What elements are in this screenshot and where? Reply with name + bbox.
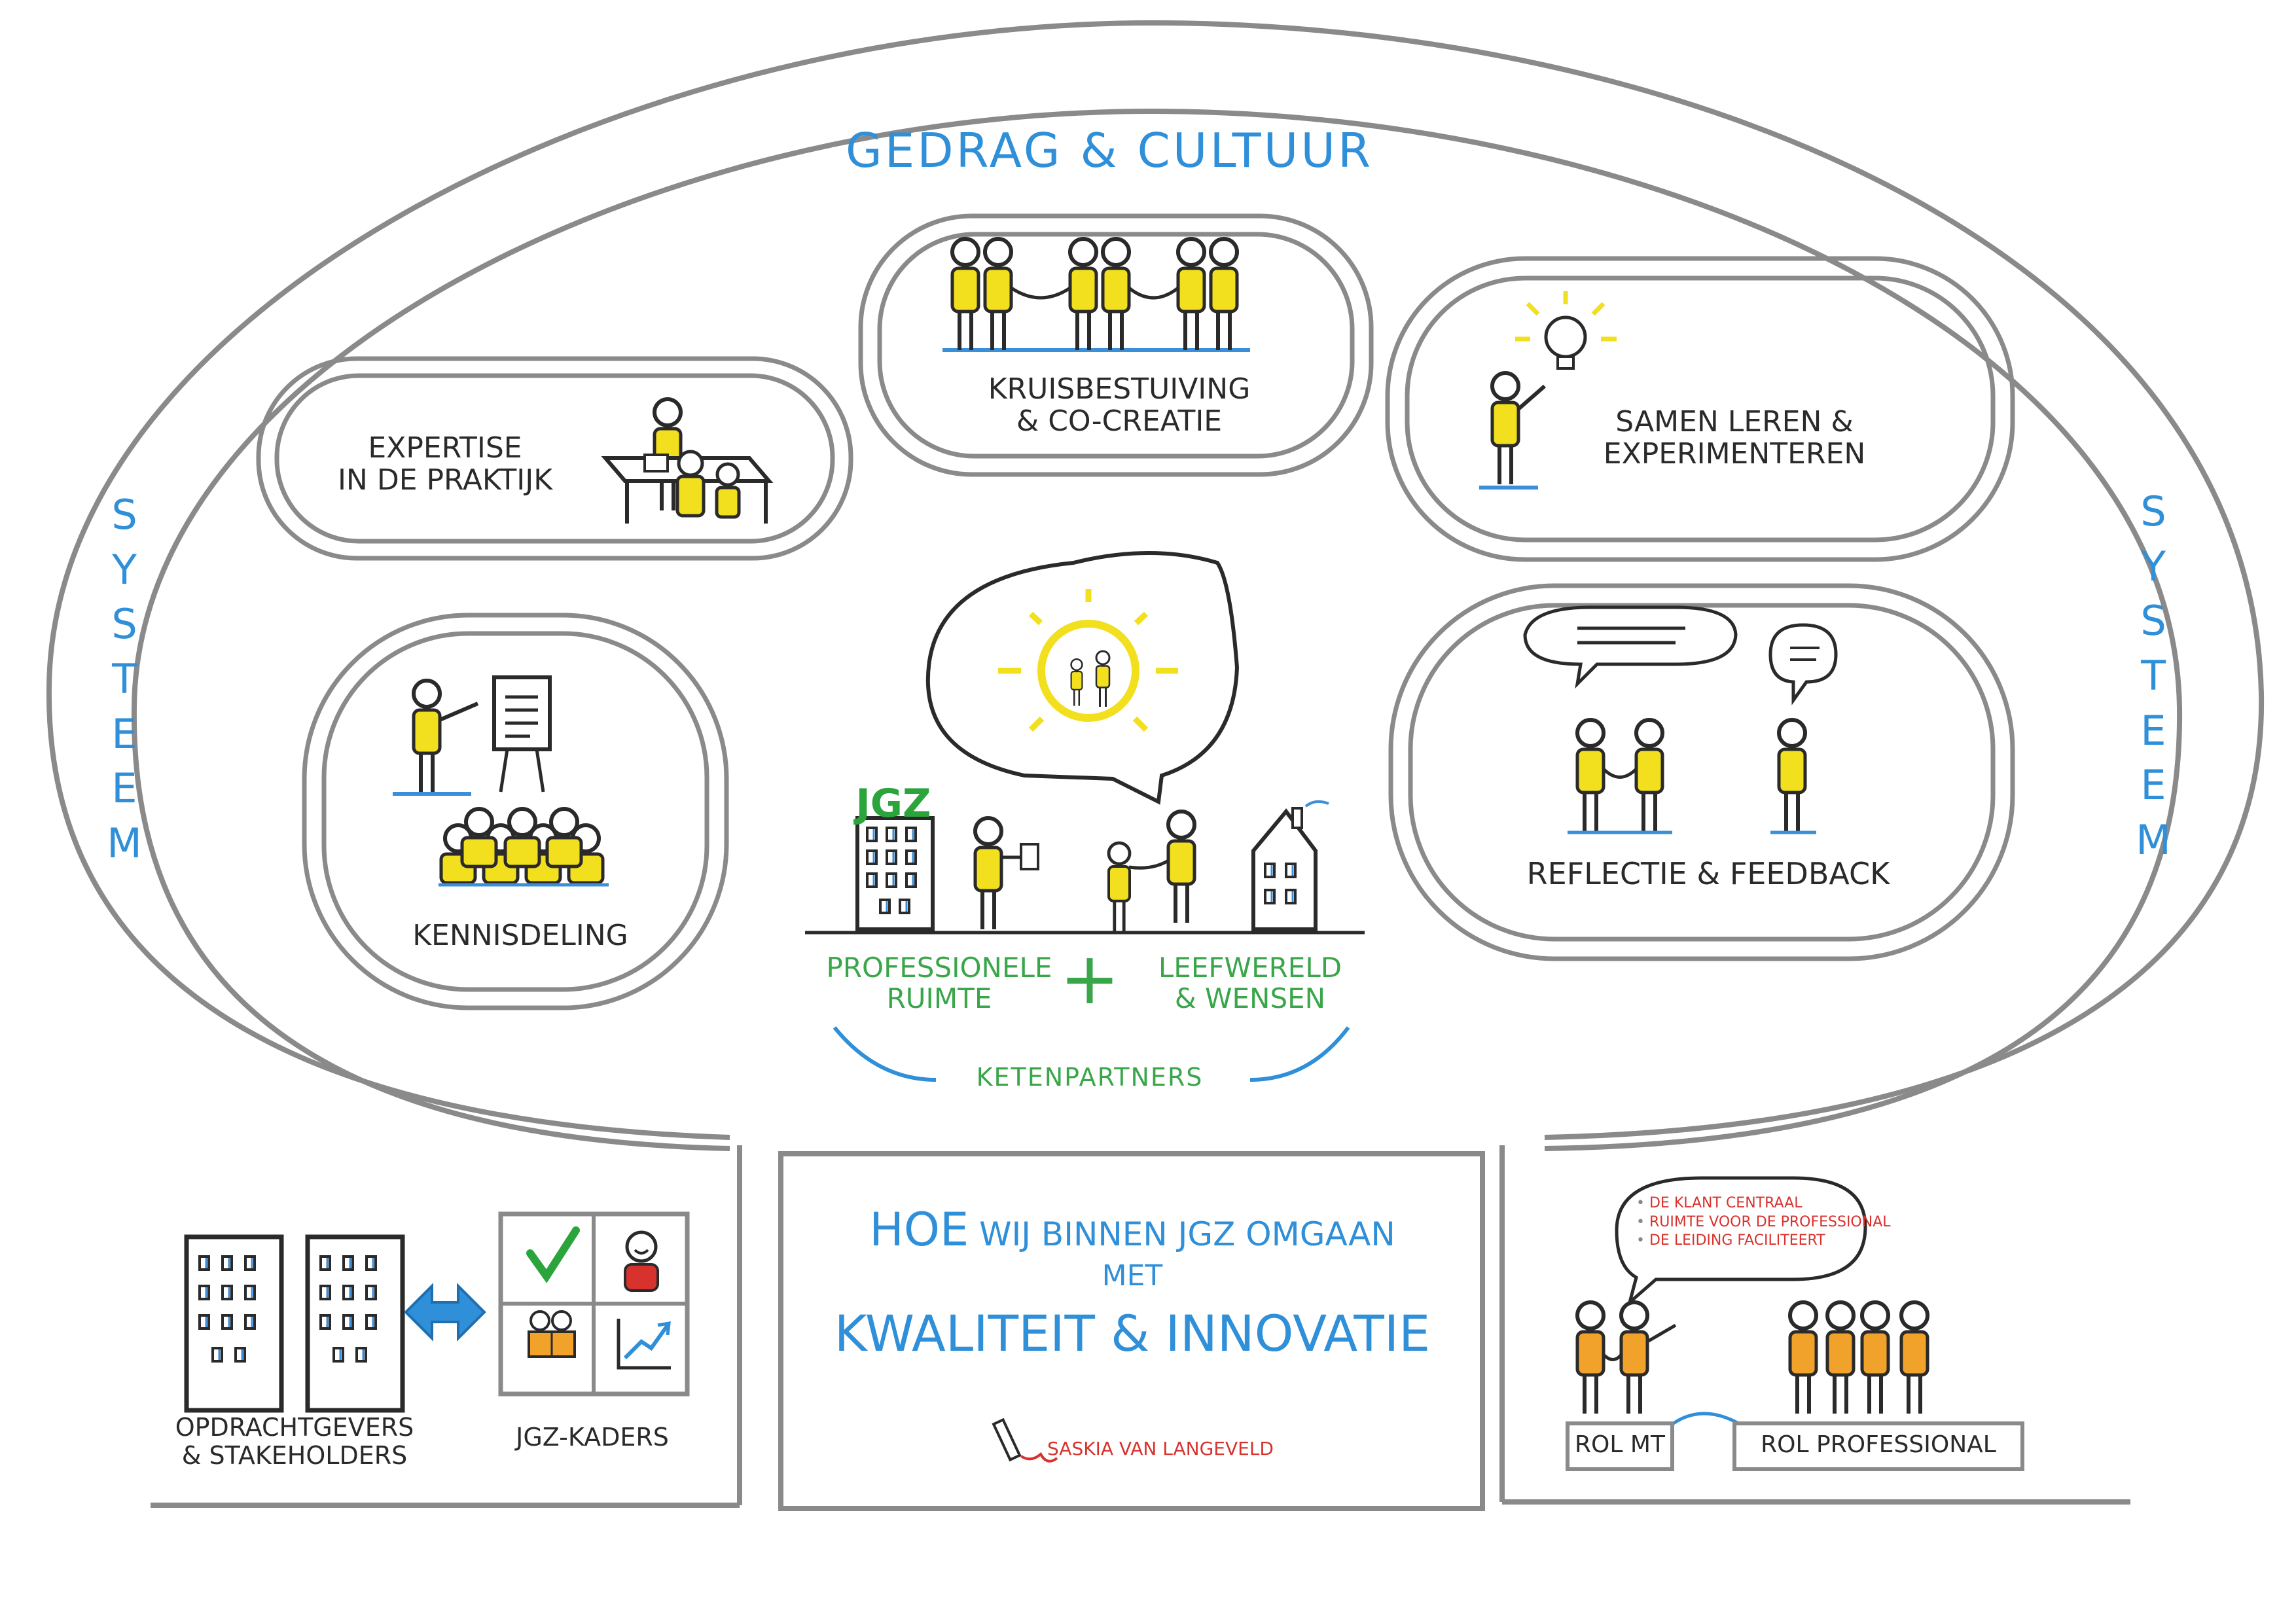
rol-bullet-list: DE KLANT CENTRAALRUIMTE VOOR DE PROFESSI…: [1636, 1194, 1891, 1251]
kaders-grid: [498, 1211, 690, 1397]
rol-mt-people: [1577, 1302, 1677, 1414]
rol-mt-plank: [1566, 1421, 1674, 1471]
presentation-icon: [393, 675, 609, 887]
office-buildings-icon: [184, 1234, 405, 1413]
rol-professional-people: [1790, 1302, 1928, 1414]
bubble-expertise: [256, 356, 853, 561]
plus-sign: +: [1059, 936, 1121, 1020]
title-line-1-rest: WIJ BINNEN JGZ OMGAAN: [979, 1215, 1395, 1253]
checkmark-icon: [526, 1226, 580, 1283]
label-jgz-kaders: JGZ-KADERS: [516, 1423, 669, 1452]
label-professionele-ruimte: PROFESSIONELE RUIMTE: [826, 952, 1052, 1015]
label-kruisbestuiving: KRUISBESTUIVING & CO-CREATIE: [988, 372, 1251, 438]
rol-professional-plank: [1732, 1421, 2024, 1471]
system-letter: T: [2141, 652, 2166, 700]
label-rol-professional: ROL PROFESSIONAL: [1761, 1431, 1996, 1458]
system-letter: S: [2140, 488, 2166, 535]
people-chain-icon: [942, 239, 1250, 352]
outer-arch: [46, 20, 2265, 1140]
system-letter: M: [2136, 816, 2171, 865]
label-expertise: EXPERTISE IN DE PRAKTIJK: [337, 431, 553, 497]
bubble-kruisbestuiving: [858, 213, 1374, 477]
reflection-people-icon: [1523, 605, 1838, 834]
growth-chart-icon: [617, 1319, 671, 1370]
smiley-person-icon: [624, 1230, 659, 1292]
title-gedrag-cultuur: GEDRAG & CULTUUR: [845, 123, 1374, 178]
system-letter: T: [112, 655, 137, 704]
idea-thought-bubble: [925, 551, 1240, 805]
lightbulb-person-icon: [1479, 291, 1617, 490]
title-hoe: HOE: [869, 1203, 969, 1257]
label-rol-mt: ROL MT: [1575, 1431, 1665, 1458]
bubble-samen-leren: [1385, 256, 2015, 562]
signature-text: SASKIA VAN LANGEVELD: [1047, 1438, 1274, 1459]
label-leefwereld: LEEFWERELD & WENSEN: [1158, 952, 1342, 1015]
title-line-1: HOE WIJ BINNEN JGZ OMGAAN: [795, 1204, 1469, 1255]
bubble-reflectie: [1388, 583, 2015, 961]
bubble-kennisdeling: [302, 613, 729, 1010]
city-scene: [805, 800, 1365, 1082]
system-letter: M: [107, 819, 142, 868]
label-samen-leren: SAMEN LEREN & EXPERIMENTEREN: [1603, 405, 1866, 471]
title-line-2: MET: [1102, 1259, 1163, 1293]
rol-bullet-item: RUIMTE VOOR DE PROFESSIONAL: [1636, 1213, 1891, 1232]
jgz-sign: JGZ: [855, 781, 931, 827]
system-letter: E: [111, 764, 137, 813]
label-kennisdeling: KENNISDELING: [412, 919, 628, 952]
system-letter: S: [111, 491, 137, 539]
label-reflectie: REFLECTIE & FEEDBACK: [1526, 856, 1890, 891]
system-letter: Y: [112, 545, 137, 594]
inner-arch: [131, 108, 2183, 1151]
double-arrow-icon: [404, 1283, 486, 1342]
rol-bullet-item: DE LEIDING FACILITEERT: [1636, 1232, 1891, 1251]
system-letter: Y: [2141, 542, 2166, 590]
system-letter: S: [2140, 597, 2166, 645]
system-letter: E: [2140, 706, 2166, 755]
reading-people-icon: [528, 1310, 576, 1358]
pen-icon: [992, 1418, 1058, 1463]
system-letter: S: [111, 600, 137, 649]
ketenpartners-arc: [833, 1026, 937, 1082]
label-ketenpartners: KETENPARTNERS: [976, 1063, 1204, 1092]
house-icon: [1251, 808, 1318, 931]
rol-bullet-item: DE KLANT CENTRAAL: [1636, 1194, 1891, 1213]
desk-scene-icon: [601, 399, 774, 524]
title-card: [778, 1151, 1485, 1511]
title-line-3: KWALITEIT & INNOVATIE: [834, 1304, 1431, 1363]
system-letter: E: [2140, 761, 2166, 810]
system-letter: E: [111, 709, 137, 758]
label-opdrachtgevers: OPDRACHTGEVERS & STAKEHOLDERS: [175, 1413, 414, 1470]
